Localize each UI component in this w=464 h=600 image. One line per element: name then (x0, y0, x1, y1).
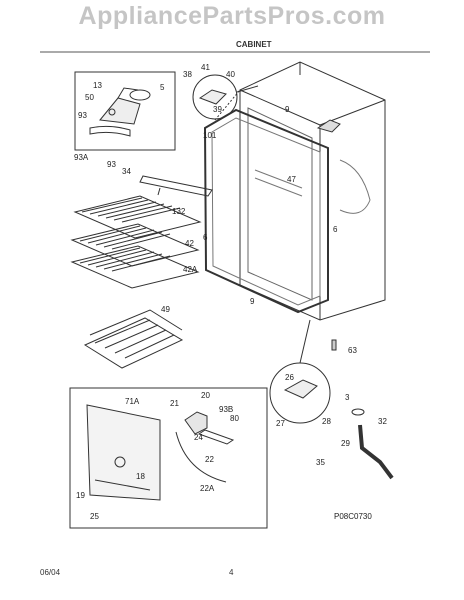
bottom-hinge (283, 379, 318, 399)
back-panel (86, 404, 161, 501)
bottom-basket (83, 309, 184, 369)
callout-71a: 71A (125, 397, 140, 406)
callout-5: 5 (160, 83, 165, 92)
callout-34: 34 (122, 167, 131, 176)
callout-9-bottom: 9 (250, 297, 255, 306)
electrical-box (184, 411, 208, 435)
bottom-hinge-leader (299, 319, 311, 364)
watermark: AppliancePartsPros.com (78, 2, 386, 30)
top-bracket (316, 119, 341, 133)
callout-6-right: 6 (333, 225, 338, 234)
callout-93a: 93A (74, 153, 89, 162)
machine-compartment-inset (69, 387, 268, 529)
drain-tube (358, 424, 394, 480)
callout-13: 13 (93, 81, 102, 90)
diagram-code: P08C0730 (334, 512, 372, 521)
cabinet-body (214, 61, 386, 321)
callout-32: 32 (378, 417, 387, 426)
callout-20: 20 (201, 391, 210, 400)
leveling-leg (331, 339, 337, 351)
callout-41: 41 (201, 63, 210, 72)
callout-40: 40 (226, 70, 235, 79)
drain-plug (351, 408, 365, 416)
callout-132: 132 (172, 207, 186, 216)
callout-80: 80 (230, 414, 239, 423)
callout-50: 50 (85, 93, 94, 102)
callout-38: 38 (183, 70, 192, 79)
callout-21: 21 (170, 399, 179, 408)
callout-29: 29 (341, 439, 350, 448)
hinge-bracket (198, 89, 227, 105)
callout-6-left: 6 (203, 233, 208, 242)
callout-39: 39 (213, 105, 222, 114)
thermostat (197, 429, 235, 445)
shelf-rail (139, 175, 213, 197)
door-gasket (203, 108, 329, 314)
callout-28: 28 (322, 417, 331, 426)
callout-27: 27 (276, 419, 285, 428)
hinge-inset (192, 74, 238, 120)
callout-47: 47 (287, 175, 296, 184)
callout-24: 24 (194, 433, 203, 442)
fan-motor-inset (74, 71, 176, 151)
callout-49: 49 (161, 305, 170, 314)
callout-63: 63 (348, 346, 357, 355)
page-number: 4 (229, 568, 234, 577)
wire-harness (175, 431, 227, 483)
callout-9-top: 9 (285, 105, 290, 114)
callout-22a: 22A (200, 484, 215, 493)
callout-35: 35 (316, 458, 325, 467)
page-title: CABINET (236, 40, 272, 49)
callout-42: 42 (185, 239, 194, 248)
callout-101: 101 (203, 131, 217, 140)
callout-19: 19 (76, 491, 85, 500)
callout-26: 26 (285, 373, 294, 382)
footer-date: 06/04 (40, 568, 61, 577)
fan-motor-drawing (89, 87, 151, 137)
callout-25: 25 (90, 512, 99, 521)
callout-93: 93 (78, 111, 87, 120)
callout-93b: 93B (219, 405, 233, 414)
wire-shelves (70, 195, 202, 289)
callout-42a: 42A (183, 265, 198, 274)
screw (157, 187, 161, 196)
callout-22: 22 (205, 455, 214, 464)
callout-18: 18 (136, 472, 145, 481)
callout-93-b: 93 (107, 160, 116, 169)
callout-3: 3 (345, 393, 350, 402)
